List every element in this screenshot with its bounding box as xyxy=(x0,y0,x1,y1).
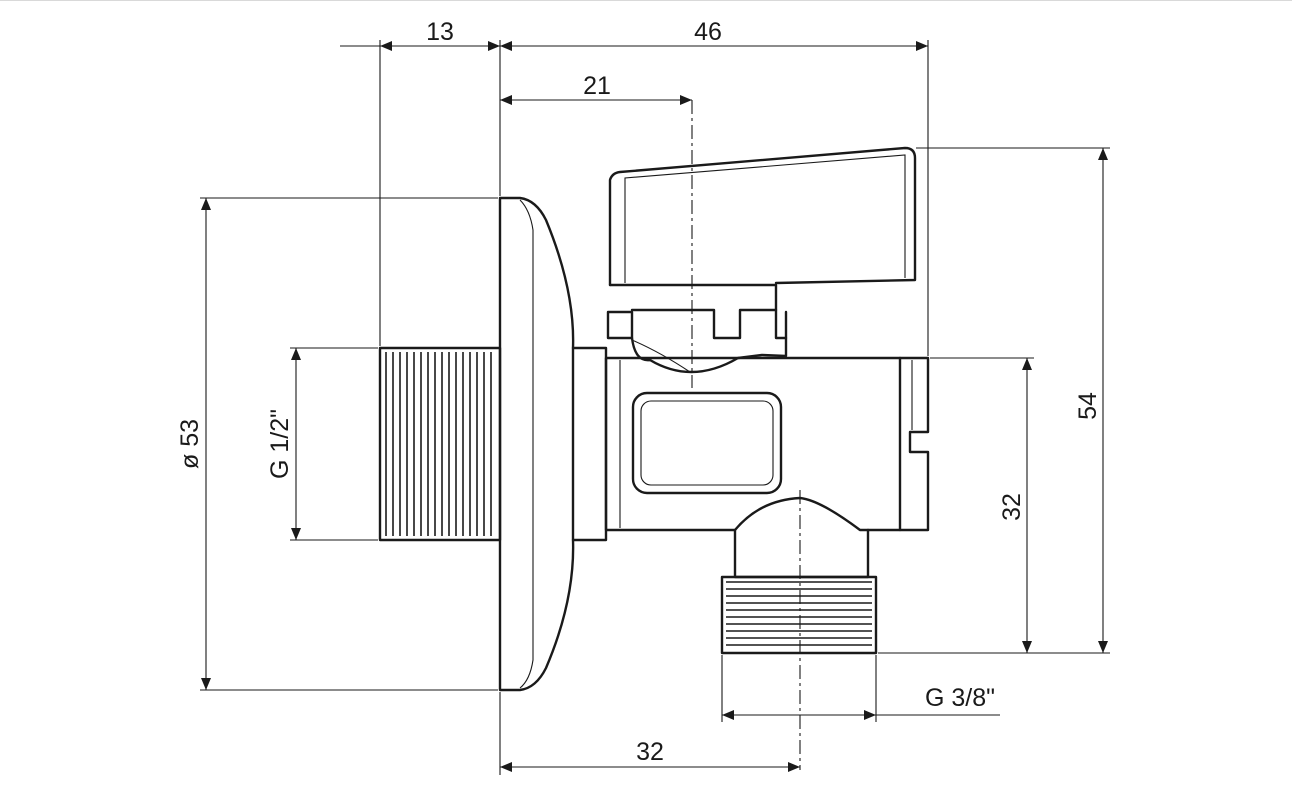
dim-overall-length: 46 xyxy=(694,18,722,46)
dim-outlet-thread: G 3/8" xyxy=(925,684,995,712)
outlet-collar xyxy=(733,528,870,579)
dim-outlet-axis-height: 32 xyxy=(998,493,1026,521)
spindle-cup xyxy=(630,336,788,374)
inlet-thread-lines xyxy=(385,352,492,536)
extension-lines xyxy=(200,40,1110,775)
valve-end-cap xyxy=(898,356,930,532)
outlet-thread-body xyxy=(720,575,878,655)
dim-inlet-thread: G 1/2" xyxy=(266,409,294,479)
lever-handle-inner xyxy=(624,154,906,283)
handle-stem-base xyxy=(608,283,778,312)
dim-handle-axis-offset: 21 xyxy=(583,72,611,100)
lever-handle xyxy=(608,146,917,287)
outlet-thread-lines xyxy=(726,581,872,646)
valve-main-body xyxy=(604,356,902,532)
dim-outlet-axis-offset: 32 xyxy=(636,738,664,766)
handle-stem xyxy=(606,308,788,340)
wall-flange-inner-edge xyxy=(519,199,534,689)
dim-overall-height: 54 xyxy=(1074,392,1102,420)
center-lines xyxy=(691,100,801,770)
top-border xyxy=(0,0,1292,1)
spindle-cup-line xyxy=(631,339,691,373)
inlet-thread-body xyxy=(378,346,502,542)
dim-flange-thickness: 13 xyxy=(426,18,454,46)
valve-neck xyxy=(571,346,608,542)
dimension-lines xyxy=(201,41,1108,772)
wrench-flat-inner xyxy=(640,400,774,486)
valve-body-outline xyxy=(378,146,930,692)
dim-flange-diameter: ø 53 xyxy=(176,419,204,469)
wall-flange xyxy=(498,196,575,692)
wrench-flat xyxy=(631,391,783,495)
dimension-labels: 13 46 21 ø 53 G 1/2" 54 32 G 3/8" 32 xyxy=(176,18,1102,766)
